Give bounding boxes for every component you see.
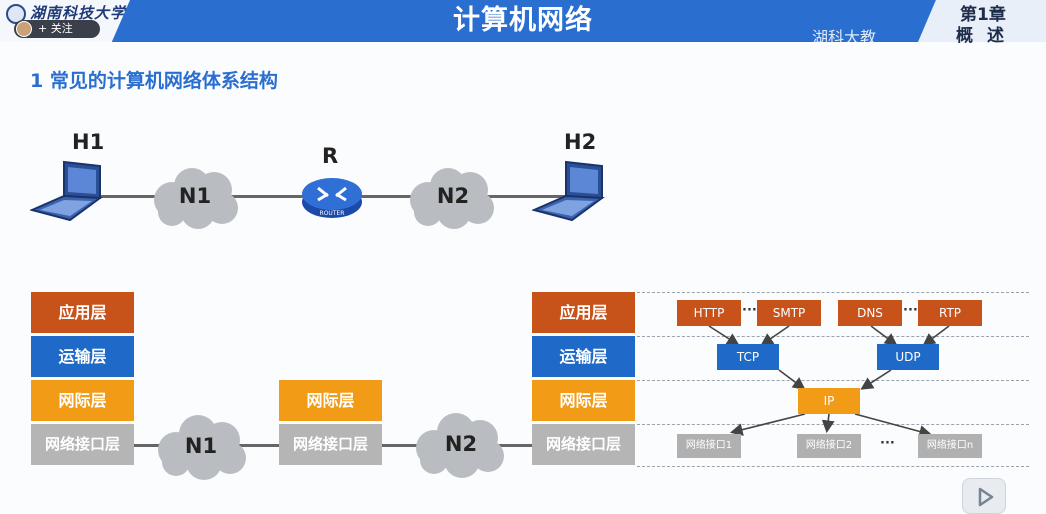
host2-interface-layer: 网络接口层 (532, 424, 635, 465)
host2-application-layer: 应用层 (532, 292, 635, 333)
host2-network-layer: 网际层 (532, 380, 635, 421)
stack-network2-label: N2 (444, 432, 478, 456)
follow-label: 关注 (50, 22, 73, 35)
router-badge: ROUTER (320, 210, 345, 217)
host1-transport-layer: 运输层 (31, 336, 134, 377)
laptop-icon (532, 160, 605, 222)
chapter-name: 概述 (956, 26, 1018, 46)
divider (637, 380, 1029, 381)
chapter-number: 第1章 (960, 5, 1006, 25)
router-network-layer: 网际层 (279, 380, 382, 421)
divider (637, 336, 1029, 337)
protocol-smtp: SMTP (757, 300, 821, 326)
cloud-icon (154, 168, 238, 229)
play-icon (978, 487, 994, 507)
protocol-udp: UDP (877, 344, 939, 370)
plus-icon: + (38, 22, 51, 35)
router-interface-layer: 网络接口层 (279, 424, 382, 465)
host1-interface-layer: 网络接口层 (31, 424, 134, 465)
watermark: 湖科大教 (812, 28, 877, 47)
host1-application-layer: 应用层 (31, 292, 134, 333)
chapter-box (918, 0, 1046, 42)
ellipsis: ··· (903, 303, 918, 318)
school-logo-text: 湖南科技大学 (30, 4, 127, 22)
protocol-dns: DNS (838, 300, 902, 326)
cloud-icon (416, 413, 504, 478)
interface-2: 网络接口2 (797, 434, 861, 458)
cloud-icon (410, 168, 494, 229)
laptop-icon (30, 160, 103, 222)
protocol-tcp: TCP (717, 344, 779, 370)
ellipsis: ··· (742, 303, 757, 318)
cloud-icon (158, 415, 246, 480)
header-bar (0, 0, 1046, 42)
protocol-arrows (708, 325, 950, 438)
divider (637, 292, 1029, 293)
avatar (16, 21, 32, 37)
protocol-ip: IP (798, 388, 860, 414)
divider (637, 466, 1029, 467)
host2-label: H2 (564, 130, 597, 154)
host1-network-layer: 网际层 (31, 380, 134, 421)
host2-transport-layer: 运输层 (532, 336, 635, 377)
router-icon: ROUTER (302, 178, 362, 218)
follow-button[interactable]: + 关注 (14, 20, 100, 38)
network2-label: N2 (436, 184, 470, 208)
protocol-rtp: RTP (918, 300, 982, 326)
host1-label: H1 (72, 130, 105, 154)
network1-label: N1 (178, 184, 212, 208)
page-title: 计算机网络 (453, 5, 593, 36)
play-button[interactable] (962, 478, 1006, 514)
ellipsis: ··· (880, 436, 895, 451)
router-label: R (322, 144, 339, 168)
protocol-http: HTTP (677, 300, 741, 326)
interface-n: 网络接口n (918, 434, 982, 458)
interface-1: 网络接口1 (677, 434, 741, 458)
stack-network1-label: N1 (184, 434, 218, 458)
section-title: 1 常见的计算机网络体系结构 (30, 70, 278, 92)
